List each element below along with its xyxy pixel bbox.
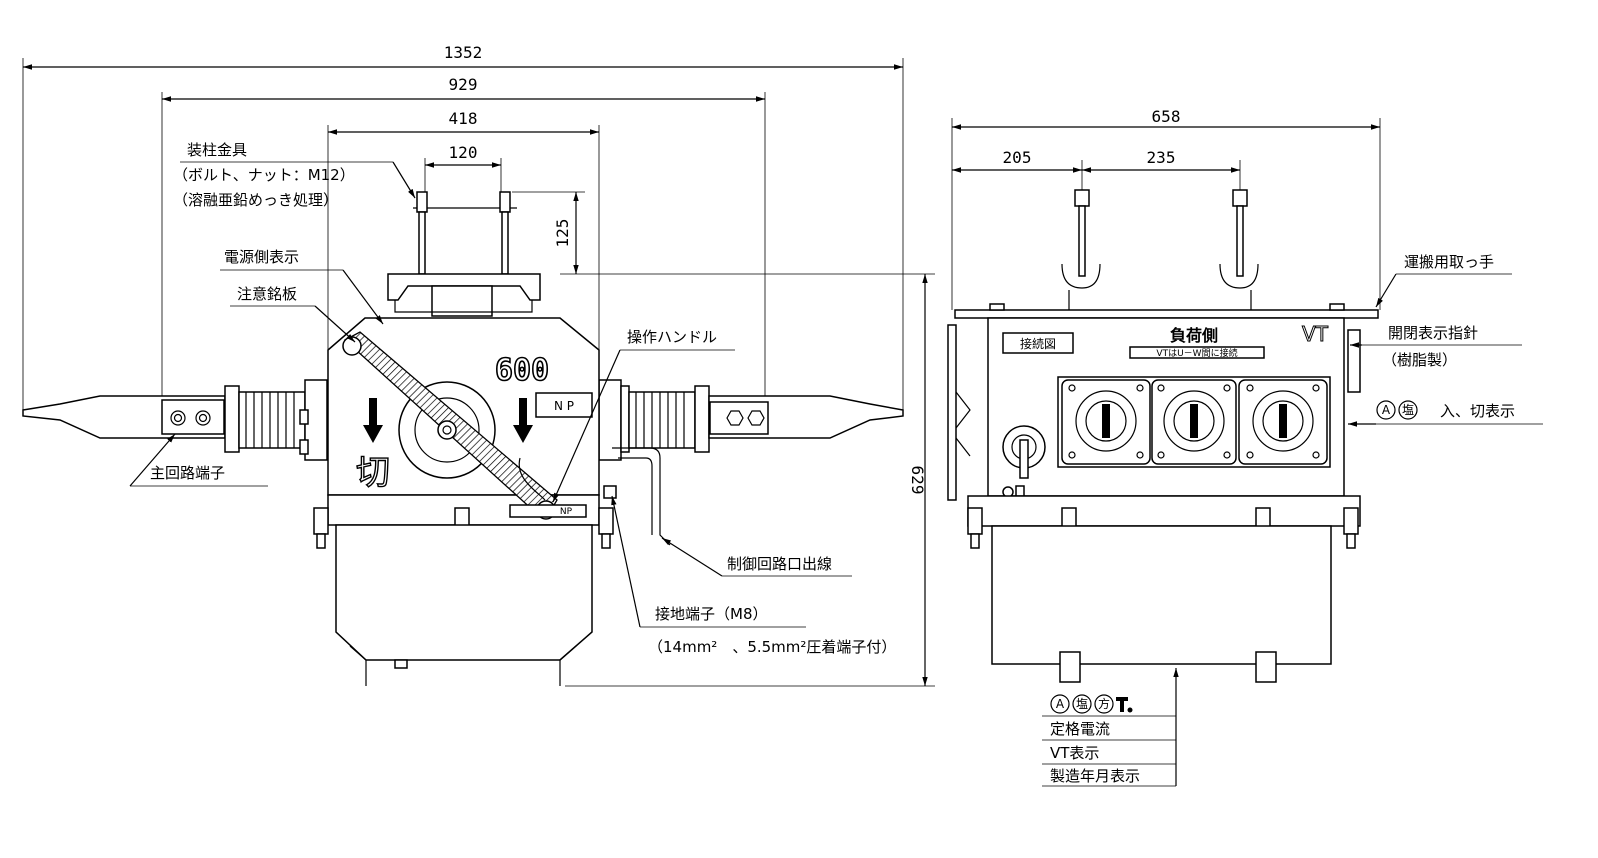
- label-ground-crimp: （14mm² 、5.5mm²圧着端子付）: [648, 638, 896, 656]
- open-close-indicator: [1347, 329, 1361, 393]
- left-terminal-pad: [161, 399, 225, 435]
- side-lower-tank: [991, 525, 1332, 665]
- on-off-display-callout: A 塩 入、切表示: [1348, 400, 1543, 427]
- right-down-arrow-icon: [513, 398, 533, 443]
- vt-note: VTはU－W間に接続: [1156, 347, 1237, 359]
- label-ground-terminal: 接地端子（M8）: [655, 605, 768, 623]
- np-small-plate: [509, 504, 587, 518]
- dim-body-width: 418: [449, 109, 478, 128]
- np-small-text: NP: [560, 507, 573, 517]
- dim-side-bracket-spacing: 235: [1147, 148, 1176, 167]
- nameplate-table: A 塩 方 定格電流 VT表示 製造年月表示: [1042, 668, 1179, 787]
- wiring-diagram-label: 接続図: [1020, 336, 1056, 351]
- front-mount-bracket: [387, 191, 541, 317]
- label-carry-handle: 運搬用取っ手: [1404, 253, 1494, 271]
- nameplate-symbol-a: A: [1056, 697, 1065, 711]
- dim-bracket-height: 125: [553, 219, 572, 248]
- label-handle: 操作ハンドル: [627, 328, 717, 346]
- dim-side-depth: 658: [1152, 107, 1181, 126]
- side-top-plate: [954, 309, 1379, 319]
- off-mark: 切: [356, 453, 390, 493]
- label-mount-bracket: 装柱金具: [187, 141, 247, 159]
- vt-label: VT: [1302, 322, 1329, 346]
- front-lower-tank: [335, 524, 593, 661]
- nameplate-row-rated-current: 定格電流: [1050, 720, 1110, 738]
- nameplate-row-vt: VT表示: [1050, 744, 1099, 762]
- label-source-side: 電源側表示: [224, 248, 299, 266]
- label-control-lead: 制御回路口出線: [727, 555, 832, 573]
- left-down-arrow-icon: [363, 398, 383, 443]
- dim-terminal-span: 929: [449, 75, 478, 94]
- side-view: 接続図 負荷側 VTはU－W間に接続 VT: [947, 189, 1379, 683]
- rating-marking: 600: [495, 353, 549, 388]
- np-text: N P: [554, 399, 574, 413]
- maker-logo-icon: [1116, 697, 1128, 712]
- side-hook-left: [1061, 189, 1101, 314]
- label-on-off-display: 入、切表示: [1440, 402, 1515, 420]
- dim-overall-width: 1352: [444, 43, 483, 62]
- front-callouts: 装柱金具 （ボルト、ナット：M12） （溶融亜鉛めっき処理） 電源側表示 注意銘…: [129, 141, 896, 656]
- nameplate-symbol-direction: 方: [1098, 696, 1110, 711]
- side-hook-right: [1219, 189, 1259, 314]
- control-lead-wire: [612, 447, 671, 546]
- side-callouts: 運搬用取っ手 開閉表示指針 （樹脂製） A 塩 入、切表示: [1348, 253, 1543, 427]
- label-indicator: 開閉表示指針: [1388, 324, 1478, 342]
- label-caution-plate: 注意銘板: [237, 285, 297, 303]
- dim-bracket-spacing: 120: [449, 143, 478, 162]
- load-side-label: 負荷側: [1170, 326, 1218, 345]
- dim-side-offset: 205: [1003, 148, 1032, 167]
- right-terminal-pad: [709, 401, 769, 435]
- side-dimensions: 658 205 235: [951, 107, 1381, 310]
- switch-units: [1057, 376, 1331, 468]
- label-main-terminal: 主回路端子: [150, 464, 225, 482]
- right-bellows: [628, 391, 696, 449]
- circled-a-symbol: A: [1382, 403, 1391, 417]
- ground-terminal: [603, 485, 617, 499]
- label-indicator-material: （樹脂製）: [1382, 351, 1457, 369]
- dim-overall-height: 629: [908, 466, 927, 495]
- label-galvanized: （溶融亜鉛めっき処理）: [173, 191, 338, 209]
- left-bellows: [238, 391, 306, 449]
- front-view: 600 N P 切 NP: [22, 191, 904, 686]
- front-dimensions: 1352 929 418 120 125 629: [22, 43, 935, 687]
- nameplate-row-manufacture-date: 製造年月表示: [1050, 767, 1140, 785]
- nameplate-symbol-salt: 塩: [1076, 696, 1088, 711]
- np-plate: [535, 392, 593, 418]
- circled-salt-symbol: 塩: [1402, 402, 1414, 417]
- label-bolt-nut: （ボルト、ナット：M12）: [173, 166, 355, 184]
